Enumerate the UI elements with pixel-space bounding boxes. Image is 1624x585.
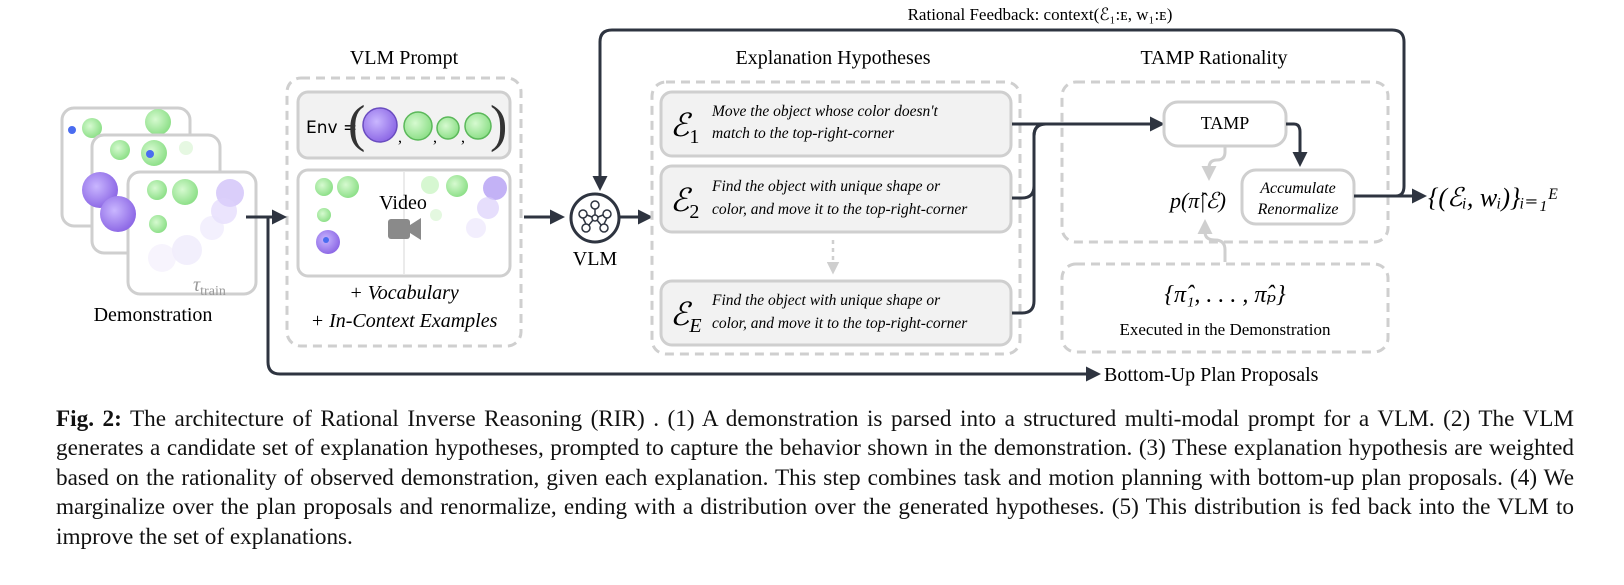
hypothesis-1: ℰ1 Move the object whose color doesn't m…: [659, 90, 1013, 158]
architecture-figure: τtrain Demonstration VLM Prompt Env = ( …: [60, 5, 1559, 386]
env-object-green-1: [403, 111, 433, 141]
env-object-green-2: [436, 116, 460, 140]
vlm-prompt-box: [285, 76, 523, 348]
vlm-prompt-title: VLM Prompt: [350, 47, 459, 69]
hypothesis-2-symbol: ℰ2: [670, 182, 699, 223]
hypothesis-1-symbol: ℰ1: [670, 107, 699, 148]
caption-label: Fig. 2:: [56, 406, 122, 432]
hypothesis-E: ℰE Find the object with unique shape or …: [659, 279, 1013, 347]
bottom-up-arrow: [266, 217, 1101, 382]
vlm-node: [569, 192, 621, 244]
env-label: Env =: [306, 118, 357, 138]
plans-set-label: {π̂₁, . . . , π̂ₚ}: [1164, 282, 1286, 308]
env-paren-right: ): [490, 96, 507, 153]
hypothesis-E-line2: color, and move it to the top-right-corn…: [712, 315, 968, 332]
demonstration-label: Demonstration: [94, 304, 213, 326]
output-distribution-label: {(ℰᵢ, wᵢ)}ᵢ₌₁ᴱ: [1428, 183, 1558, 212]
svg-text:,: ,: [433, 129, 437, 146]
arrow-plans-to-prob: [1197, 219, 1227, 262]
renormalize-label: Renormalize: [1257, 201, 1339, 218]
hypothesis-2-line2: color, and move it to the top-right-corn…: [712, 201, 968, 218]
env-object-purple: [362, 107, 398, 143]
tamp-node-label: TAMP: [1201, 113, 1250, 133]
tamp-box: [1060, 80, 1390, 244]
tamp-title: TAMP Rationality: [1140, 47, 1287, 69]
video-label: Video: [379, 192, 427, 214]
hypothesis-2: ℰ2 Find the object with unique shape or …: [659, 164, 1013, 234]
bottom-up-label: Bottom-Up Plan Proposals: [1104, 364, 1319, 386]
feedback-loop-arrow: [592, 28, 1406, 198]
demonstration-stack: τtrain: [60, 106, 258, 299]
executed-label: Executed in the Demonstration: [1119, 320, 1331, 339]
hypothesis-1-line2: match to the top-right-corner: [712, 125, 895, 142]
probability-label: p(π̂|ℰ): [1168, 188, 1226, 213]
vocabulary-label: + Vocabulary: [349, 282, 459, 304]
figure-caption: Fig. 2: The architecture of Rational Inv…: [56, 405, 1574, 552]
hypothesis-E-line1: Find the object with unique shape or: [711, 292, 941, 309]
svg-text:,: ,: [461, 129, 465, 146]
accumulate-label: Accumulate: [1259, 180, 1336, 197]
vlm-label: VLM: [573, 248, 618, 270]
in-context-examples-label: + In-Context Examples: [311, 310, 498, 332]
hypothesis-E-symbol: ℰE: [670, 296, 702, 337]
hypothesis-1-line1: Move the object whose color doesn't: [711, 103, 939, 120]
env-paren-left: (: [348, 96, 365, 153]
hypotheses-title: Explanation Hypotheses: [736, 47, 931, 69]
rational-feedback-label: Rational Feedback: context(ℰ₁:ᴇ, w₁:ᴇ): [908, 5, 1173, 24]
arrow-tamp-to-prob: [1201, 146, 1227, 181]
hypotheses-box: [650, 80, 1022, 356]
plans-box: [1060, 262, 1390, 354]
tau-train-label: τtrain: [193, 274, 226, 299]
caption-text: The architecture of Rational Inverse Rea…: [56, 406, 1575, 550]
hypothesis-2-line1: Find the object with unique shape or: [711, 178, 941, 195]
neural-network-icon: [578, 200, 612, 233]
arrow-hyp2-to-tamp: [1012, 122, 1047, 200]
arrow-hypE-to-tamp: [1012, 122, 1047, 315]
svg-text:,: ,: [398, 129, 402, 146]
env-object-green-3: [464, 112, 492, 140]
arrow-tamp-to-accumulate: [1286, 122, 1308, 167]
video-camera-icon: [388, 218, 421, 240]
